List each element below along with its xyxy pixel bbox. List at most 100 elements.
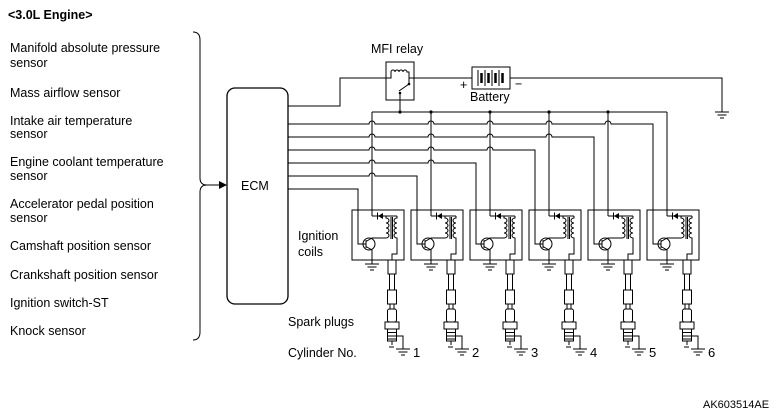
ground-icon: [691, 348, 705, 356]
plug-ground-wire: [691, 335, 699, 349]
relay-contact-dot: [407, 82, 411, 86]
spark-plug-6: [679, 303, 705, 356]
plug-terminal: [625, 303, 631, 310]
plug-thread-lines: [505, 332, 515, 340]
plug-ground-wire: [514, 335, 522, 349]
sensor-label-accelerator-pedal-position: Accelerator pedal position: [10, 197, 154, 211]
coil-core: [685, 217, 688, 239]
ignition-coil-5: [587, 209, 641, 271]
spark-plug-3: [502, 303, 528, 356]
ecm-trigger-wire-6: [288, 120, 661, 245]
spark-plug-2: [443, 303, 469, 356]
wire-junction: [429, 110, 433, 114]
ignition-coil-6: [646, 209, 700, 271]
plug-boot: [446, 289, 456, 305]
ignition-lead-1: [387, 259, 397, 305]
diode-icon: [614, 213, 619, 219]
ecm-trigger-wire-2: [288, 172, 425, 245]
coil-housing: [351, 209, 405, 261]
battery-cell-plates: [477, 70, 500, 86]
spark-plug-4: [561, 303, 587, 356]
ground-icon: [483, 263, 497, 271]
plug-terminal: [684, 303, 690, 310]
wire-junction: [547, 110, 551, 114]
diode-icon: [437, 213, 442, 219]
coil-boot: [623, 259, 633, 275]
relay-control-wire: [288, 77, 386, 107]
transistor-emitter: [542, 246, 550, 264]
plug-boot: [564, 289, 574, 305]
ignition-coil-1: [351, 209, 405, 271]
plug-terminal: [507, 303, 513, 310]
arrow-head-icon: [219, 181, 227, 189]
battery-cell-plates-short: [480, 73, 504, 83]
relay-label: MFI relay: [371, 42, 424, 56]
secondary-winding-icon: [509, 216, 516, 260]
plug-insulator: [505, 308, 515, 323]
plug-electrode: [507, 341, 512, 348]
cylinder-number-2: 2: [472, 345, 479, 360]
wire-junction: [398, 110, 402, 114]
coil-core: [508, 217, 511, 239]
ground-icon: [365, 263, 379, 271]
plug-boot: [682, 289, 692, 305]
spark-plug-5: [620, 303, 646, 356]
secondary-winding-icon: [686, 216, 693, 260]
coil-core: [390, 217, 393, 239]
ignition-coils-label-line2: coils: [298, 245, 323, 259]
sensor-list: Manifold absolute pressure sensor Mass a…: [10, 41, 164, 338]
sensor-label-intake-air-temperature: Intake air temperature: [10, 114, 132, 128]
relay-coil-icon: [386, 69, 410, 79]
plug-thread-lines: [682, 332, 692, 340]
ignition-coil-4: [528, 209, 582, 271]
sensor-label-manifold-absolute-pressure: Manifold absolute pressure: [10, 41, 160, 55]
ground-icon: [455, 348, 469, 356]
primary-winding-icon: [483, 216, 508, 242]
cylinder-number-1: 1: [413, 345, 420, 360]
secondary-winding-icon: [391, 216, 398, 260]
lead-wire: [684, 274, 690, 290]
battery: + − Battery: [460, 66, 522, 104]
cylinder-number-label: Cylinder No.: [288, 346, 357, 360]
plug-terminal: [389, 303, 395, 310]
relay-switch-icon: [398, 77, 414, 100]
plug-ground-wire: [632, 335, 640, 349]
battery-label: Battery: [470, 90, 510, 104]
primary-winding-icon: [601, 216, 626, 242]
cylinder-number-5: 5: [649, 345, 656, 360]
plug-ground-wire: [455, 335, 463, 349]
plug-insulator: [682, 308, 692, 323]
sensor-bracket: [192, 31, 208, 341]
sensor-label-knock: Knock sensor: [10, 324, 86, 338]
plug-hex: [502, 321, 518, 330]
lead-wire: [507, 274, 513, 290]
secondary-winding-icon: [568, 216, 575, 260]
coil-core: [449, 217, 452, 239]
relay-contact-dot: [398, 91, 402, 95]
ecm-unit: ECM: [226, 87, 289, 305]
sensor-label-camshaft-position: Camshaft position sensor: [10, 239, 151, 253]
sensor-label-intake-air-temperature-line2: sensor: [10, 127, 48, 141]
spark-plug-1: [384, 303, 410, 356]
wire-junction: [606, 110, 610, 114]
ground-icon: [396, 348, 410, 356]
ground-icon: [573, 348, 587, 356]
lead-wire: [625, 274, 631, 290]
lead-wire: [566, 274, 572, 290]
plug-thread-lines: [623, 332, 633, 340]
plug-electrode: [448, 341, 453, 348]
engine-title: <3.0L Engine>: [8, 8, 93, 22]
coil-boot: [682, 259, 692, 275]
ignition-coils-label: Ignition: [298, 229, 338, 243]
diode-icon: [673, 213, 678, 219]
plug-insulator: [387, 308, 397, 323]
ecm-trigger-wire-3: [288, 159, 484, 245]
sensor-label-accelerator-pedal-position-line2: sensor: [10, 211, 48, 225]
ecm-trigger-wire-1: [288, 188, 366, 245]
ignition-coil-3: [469, 209, 523, 271]
plug-hex: [620, 321, 636, 330]
ecm-label: ECM: [241, 179, 269, 193]
plug-insulator: [623, 308, 633, 323]
transistor-icon: [657, 237, 671, 251]
